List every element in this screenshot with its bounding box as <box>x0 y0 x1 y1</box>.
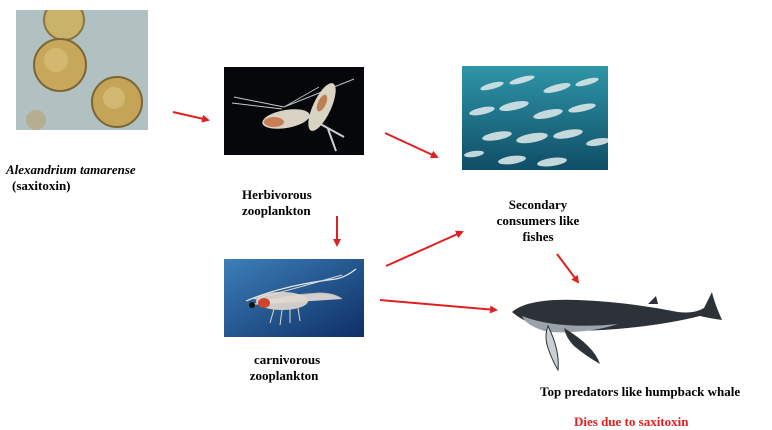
herbivore-label-line2: zooplankton <box>242 203 312 219</box>
secondary-label-line2: consumers like <box>478 213 598 229</box>
herbivore-label: Herbivorous zooplankton <box>242 187 312 219</box>
arrow-algae-to-herbivore <box>173 112 208 120</box>
secondary-label-line3: fishes <box>478 229 598 245</box>
top-predator-label: Top predators like humpback whale <box>540 384 740 400</box>
producer-label: Alexandrium tamarense (saxitoxin) <box>6 162 136 194</box>
secondary-label-line1: Secondary <box>478 197 598 213</box>
carnivore-label-line2: zooplankton <box>248 368 320 384</box>
arrow-fish-to-whale <box>557 254 578 282</box>
arrow-herbivore-to-fish <box>385 133 437 157</box>
carnivore-label-line1: carnivorous <box>248 352 320 368</box>
arrow-carnivore-to-whale <box>380 300 496 310</box>
arrow-carnivore-to-fish <box>386 232 462 266</box>
herbivore-label-line1: Herbivorous <box>242 187 312 203</box>
carnivore-label: carnivorous zooplankton <box>248 352 320 384</box>
producer-name: Alexandrium tamarense <box>6 162 136 178</box>
producer-toxin: (saxitoxin) <box>6 178 136 194</box>
secondary-consumer-label: Secondary consumers like fishes <box>478 197 598 245</box>
